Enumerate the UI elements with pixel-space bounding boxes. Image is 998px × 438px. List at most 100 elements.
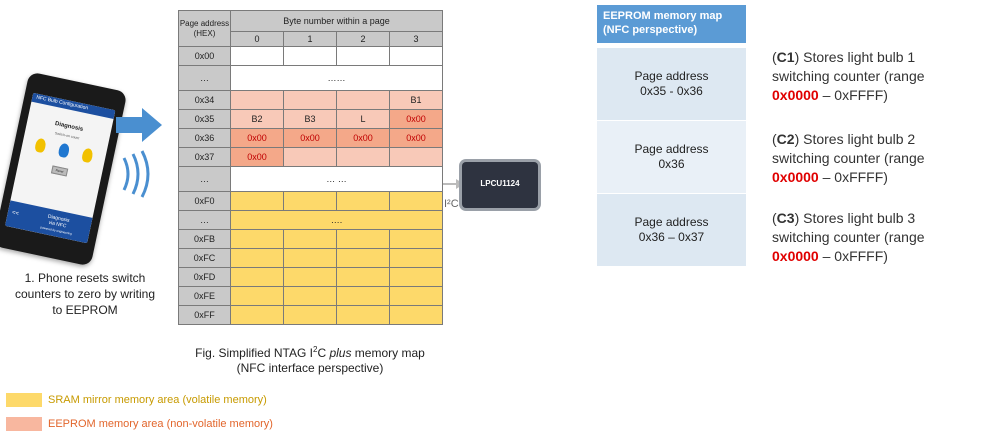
byte-cell: [336, 248, 390, 268]
nfc-waves-icon: [122, 150, 150, 198]
bulb-1-icon: [34, 137, 47, 154]
memory-map-table: Page address (HEX) Byte number within a …: [178, 10, 444, 325]
byte-cell: 0x00: [388, 109, 444, 129]
page-address-cell: 0xFB: [178, 229, 231, 249]
smartphone: NFC Bulb Configuration Diagnosis Switch-…: [0, 71, 128, 267]
byte-cell: [336, 46, 390, 66]
nfc-diagnosis-label: Diagnosis via NFC powered by engineering: [29, 210, 86, 239]
byte-cell: [230, 248, 284, 268]
byte-cell: [336, 191, 390, 211]
table-row: …….: [178, 210, 444, 230]
byte-cell: [230, 229, 284, 249]
byte-col-header: 0: [230, 31, 284, 47]
byte-col-header: 3: [388, 31, 444, 47]
page-address-cell: 0xFF: [178, 305, 231, 325]
bulb-2-icon: [57, 142, 71, 159]
byte-cell: [388, 305, 444, 325]
byte-cell: [283, 305, 337, 325]
byte-cell: [283, 147, 337, 167]
table-row: 0xFC: [178, 248, 444, 268]
table-row: 0xFE: [178, 286, 444, 306]
table-row: 0x00: [178, 46, 444, 66]
page-address-cell: 0x37: [178, 147, 231, 167]
legend-sram-label: SRAM mirror memory area (volatile memory…: [48, 394, 267, 406]
legend-eeprom-swatch: [6, 417, 42, 431]
counter-c2-description: (C2) Stores light bulb 2 switching count…: [772, 131, 925, 185]
byte-cell: [388, 267, 444, 287]
phone-caption: 1. Phone resets switch counters to zero …: [14, 271, 156, 317]
legend-eeprom-label: EEPROM memory area (non-volatile memory): [48, 418, 273, 430]
table-row: 0xF0: [178, 191, 444, 211]
byte-cell: 0x00: [388, 128, 444, 148]
page-address-cell: 0x34: [178, 90, 231, 110]
page-address-header: Page address (HEX): [178, 10, 231, 47]
counter-c3-description: (C3) Stores light bulb 3 switching count…: [772, 210, 925, 264]
byte-cell: [336, 147, 390, 167]
byte-cell: [388, 191, 444, 211]
eeprom-map-row-1: Page address 0x35 - 0x36: [597, 48, 746, 120]
ellipsis-cell: ….: [229, 210, 444, 230]
table-row: 0x34 B1: [178, 90, 444, 110]
byte-col-header: 2: [336, 31, 390, 47]
byte-cell: 0x00: [230, 128, 284, 148]
byte-cell: [230, 286, 284, 306]
bulb-3-icon: [81, 147, 94, 164]
byte-cell: [283, 229, 337, 249]
table-row: 0xFB: [178, 229, 444, 249]
figure-caption: Fig. Simplified NTAG I2C plus memory map…: [178, 342, 442, 376]
byte-cell: L: [336, 109, 390, 129]
page-address-cell: 0x35: [178, 109, 231, 129]
chip-label: LPCU1124: [480, 179, 520, 188]
byte-cell: [283, 286, 337, 306]
back-chevron-icon[interactable]: <<: [11, 210, 20, 218]
byte-cell: [388, 286, 444, 306]
page-address-cell: …: [178, 166, 231, 192]
page-address-cell: 0xFE: [178, 286, 231, 306]
legend-sram-swatch: [6, 393, 42, 407]
byte-cell: [283, 248, 337, 268]
i2c-label: I²C: [444, 198, 459, 210]
byte-cell: [283, 46, 337, 66]
byte-cell: [230, 90, 284, 110]
app-bar: NFC Bulb Configuration: [31, 92, 116, 120]
figure-caption-line1: Fig. Simplified NTAG I2C plus memory map: [195, 345, 425, 360]
ellipsis-cell: ……: [229, 65, 444, 91]
byte-cell: [283, 90, 337, 110]
page-address-cell: 0x00: [178, 46, 231, 66]
byte-cell: [388, 147, 444, 167]
byte-number-header: Byte number within a page: [229, 10, 444, 32]
table-row: ………: [178, 65, 444, 91]
phone-screen: NFC Bulb Configuration Diagnosis Switch-…: [4, 92, 116, 244]
page-address-cell: 0xFC: [178, 248, 231, 268]
right-arrow-icon: [116, 108, 162, 142]
nfc-diagnosis-bar[interactable]: << Diagnosis via NFC powered by engineer…: [4, 200, 93, 244]
byte-cell: [336, 90, 390, 110]
reset-button[interactable]: Reset: [50, 165, 69, 177]
microcontroller-chip: LPCU1124: [462, 162, 538, 208]
byte-cell: [230, 305, 284, 325]
table-row: 0xFD: [178, 267, 444, 287]
page-address-cell: 0x36: [178, 128, 231, 148]
byte-cell: [230, 191, 284, 211]
table-row: …… …: [178, 166, 444, 192]
byte-col-header: 1: [283, 31, 337, 47]
page-address-cell: 0xFD: [178, 267, 231, 287]
eeprom-map-header: EEPROM memory map (NFC perspective): [597, 5, 746, 43]
eeprom-map-row-2: Page address 0x36: [597, 121, 746, 193]
byte-cell: 0x00: [230, 147, 284, 167]
byte-cell: B2: [230, 109, 284, 129]
counter-c1-description: (C1) Stores light bulb 1 switching count…: [772, 49, 925, 103]
table-row: 0xFF: [178, 305, 444, 325]
byte-cell: B3: [283, 109, 337, 129]
byte-cell: [388, 46, 444, 66]
byte-cell: [336, 286, 390, 306]
byte-cell: B1: [388, 90, 444, 110]
byte-cell: 0x00: [283, 128, 337, 148]
byte-cell: [283, 191, 337, 211]
ellipsis-cell: … …: [229, 166, 444, 192]
page-address-cell: …: [178, 65, 231, 91]
eeprom-map-row-3: Page address 0x36 – 0x37: [597, 194, 746, 266]
byte-cell: [336, 229, 390, 249]
